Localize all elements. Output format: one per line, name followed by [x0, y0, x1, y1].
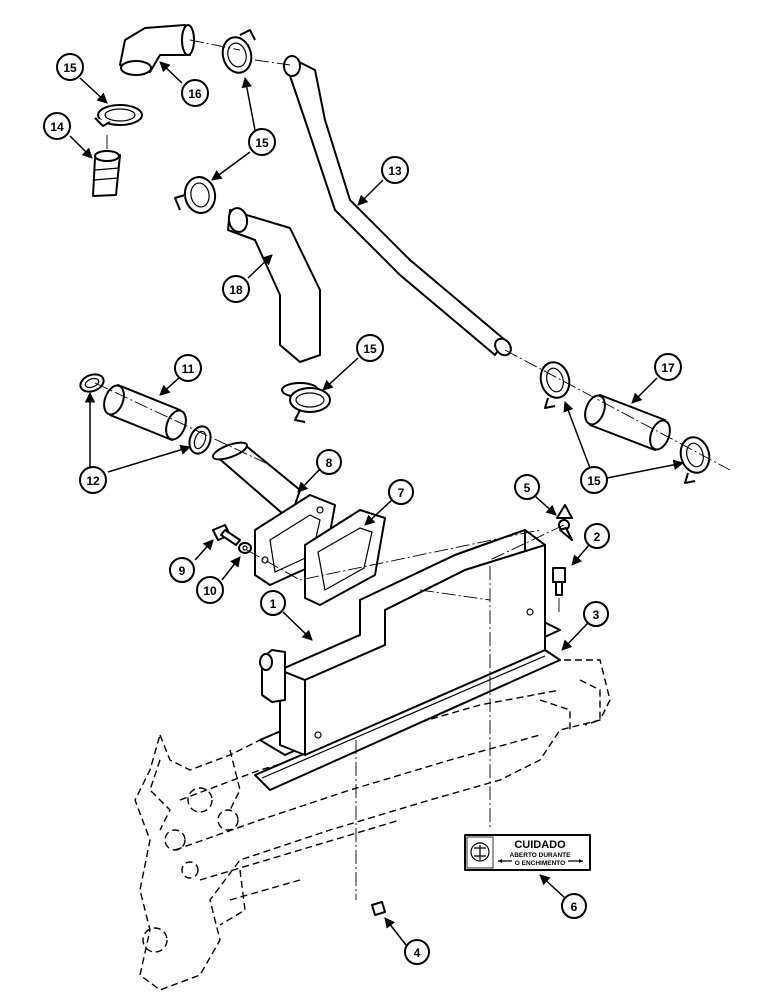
hose-clamp-15f: [679, 436, 711, 484]
header-tank-1: [259, 529, 561, 756]
gasket-7: [304, 509, 386, 606]
bolt-2: [552, 567, 566, 596]
callout-5: 5: [514, 474, 540, 500]
callout-18: 18: [222, 275, 250, 303]
callout-15-upper-middle: 15: [248, 128, 276, 156]
callout-15-label: 15: [363, 342, 377, 356]
callout-15-top-left: 15: [56, 53, 84, 81]
hose-clamp-15c: [174, 176, 217, 214]
callout-16: 16: [181, 79, 209, 107]
callout-15-middle: 15: [356, 334, 384, 362]
callout-6: 6: [561, 893, 587, 919]
callout-17: 17: [654, 353, 682, 381]
bolt-9: [212, 524, 241, 546]
callout-15-label: 15: [63, 61, 77, 75]
callout-10-label: 10: [203, 584, 217, 598]
callout-4-label: 4: [414, 946, 421, 960]
callout-18-label: 18: [229, 283, 243, 297]
callout-9: 9: [169, 557, 195, 583]
callout-10: 10: [196, 576, 224, 604]
callout-17-label: 17: [661, 361, 675, 375]
callout-1: 1: [260, 590, 286, 616]
callout-6-label: 6: [571, 900, 578, 914]
callout-11-label: 11: [182, 362, 195, 376]
callout-9-label: 9: [179, 564, 186, 578]
callout-13: 13: [381, 156, 409, 184]
hose-clamp-15d: [289, 387, 331, 423]
warning-decal-6: CUIDADO ABERTO DURANTE O ENCHIMENTO: [464, 834, 591, 871]
callout-11: 11: [174, 354, 202, 382]
callout-12-label: 12: [86, 474, 100, 488]
callout-5-label: 5: [524, 481, 531, 495]
decal-line-1: ABERTO DURANTE: [510, 852, 572, 859]
hose-17: [584, 394, 671, 451]
hose-11: [103, 384, 187, 441]
fitting-14: [92, 150, 121, 197]
hose-clamp-12b: [188, 425, 212, 455]
callout-7: 7: [388, 479, 414, 505]
callout-16-label: 16: [188, 87, 202, 101]
hose-clamp-15a: [94, 104, 143, 127]
callout-12: 12: [79, 466, 107, 494]
callout-2: 2: [584, 523, 610, 549]
decal-title: CUIDADO: [514, 839, 566, 851]
callout-4: 4: [404, 939, 430, 965]
callout-3-label: 3: [593, 608, 600, 622]
wing-nut-5: [556, 504, 573, 541]
callout-7-label: 7: [398, 486, 405, 500]
callout-14-label: 14: [50, 120, 64, 134]
callout-15-label: 15: [255, 136, 269, 150]
callout-8: 8: [316, 449, 342, 475]
callout-15-label: 15: [587, 474, 601, 488]
hose-clamp-15b: [221, 29, 256, 74]
hose-clamp-15e: [539, 361, 571, 409]
callout-2-label: 2: [594, 530, 601, 544]
decal-line-2: O ENCHIMENTO: [515, 860, 565, 867]
callout-1-label: 1: [270, 597, 277, 611]
leader-lines: [69, 61, 685, 946]
callout-14: 14: [43, 112, 71, 140]
callout-15-right: 15: [580, 466, 608, 494]
drain-plug-4: [371, 901, 386, 916]
callout-13-label: 13: [388, 164, 402, 178]
hose-clamp-12a: [79, 373, 105, 393]
hose-18: [227, 207, 321, 398]
elbow-hose-16: [119, 24, 195, 76]
callout-3: 3: [583, 601, 609, 627]
callout-8-label: 8: [326, 456, 333, 470]
assembly-center-lines: [94, 39, 731, 900]
